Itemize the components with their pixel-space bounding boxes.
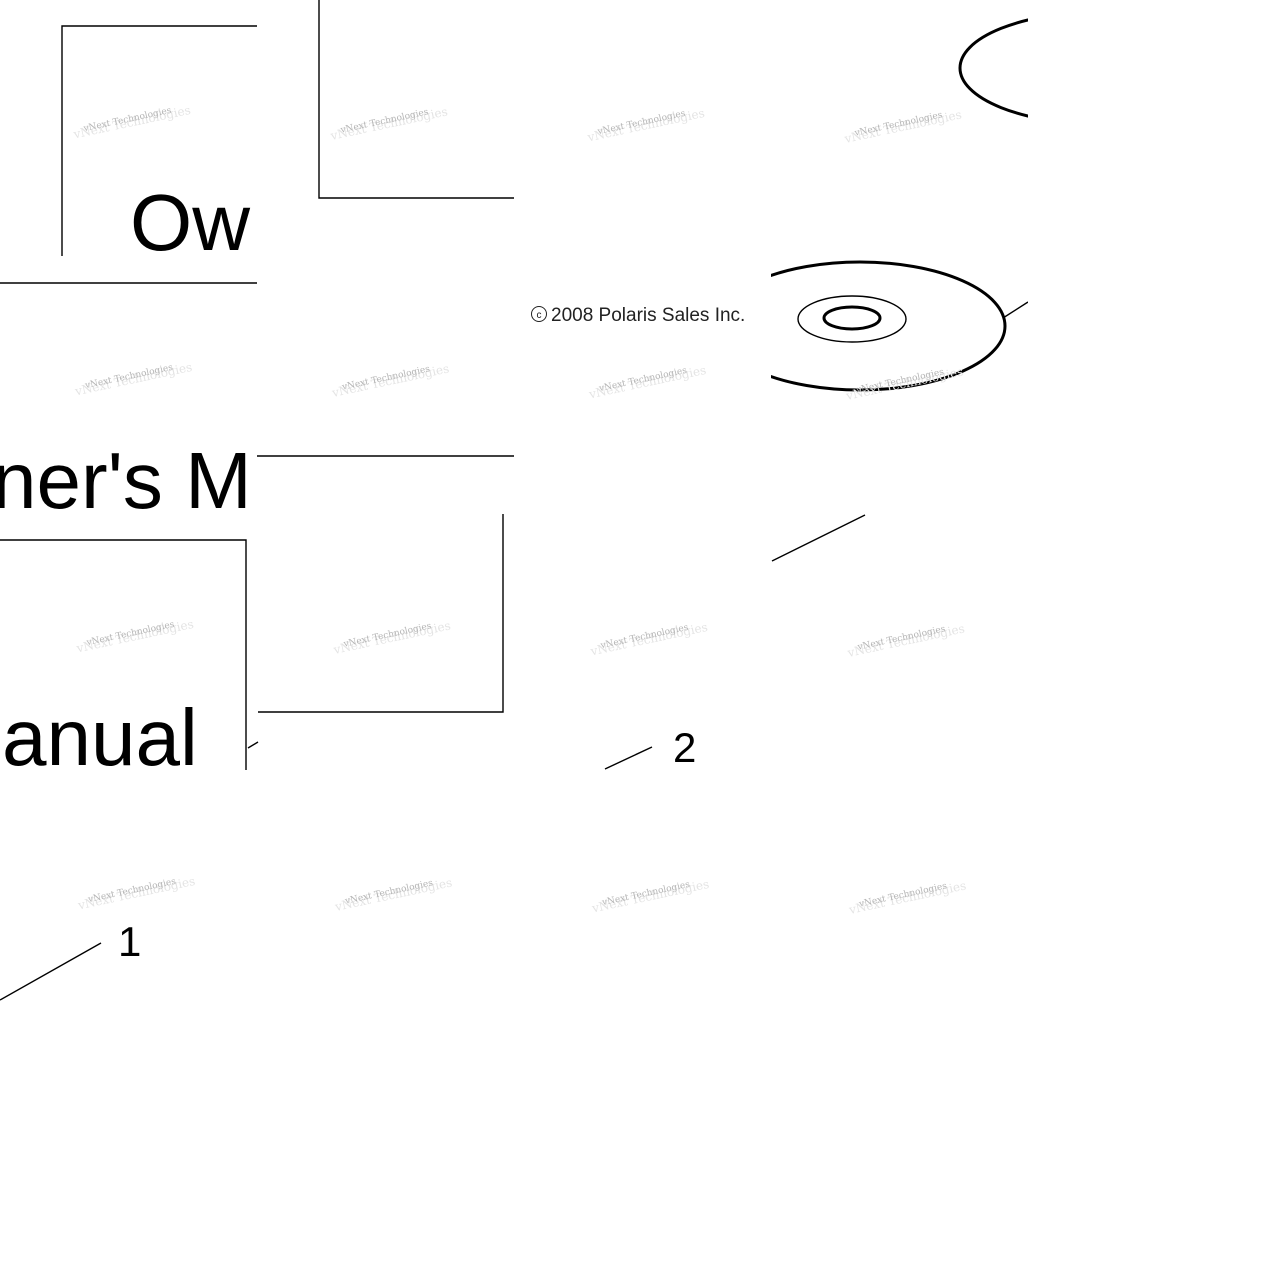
- callout-2: 2: [604, 724, 696, 771]
- callout-1: 1: [0, 918, 141, 1001]
- disc-hub-ring: [797, 295, 907, 343]
- manual-title-fragment-bottom: anual: [2, 693, 198, 782]
- manual-tile-bottom: anual: [0, 539, 259, 782]
- disc-center-hole: [822, 305, 882, 331]
- copyright-notice: c 2008 Polaris Sales Inc.: [531, 305, 745, 326]
- callout-1-leader: [0, 942, 102, 1001]
- manual-tile-lower-corner: [258, 514, 504, 713]
- owners-manual-illustration: Ow ner's M anual: [0, 0, 514, 782]
- copyright-text: 2008 Polaris Sales Inc.: [551, 305, 745, 326]
- copyright-symbol: c: [537, 310, 542, 321]
- callout-2-leader: [604, 746, 653, 770]
- manual-tile-mid: ner's M: [0, 436, 514, 525]
- manual-tile-corner: [318, 0, 514, 199]
- disc-edge-top: [958, 18, 1028, 118]
- manual-tile-top: Ow: [0, 25, 257, 284]
- disc-leader-line: [771, 514, 866, 562]
- cd-rom-illustration: [771, 18, 1028, 562]
- callout-2-label: 2: [673, 724, 696, 771]
- manual-title-fragment-top: Ow: [130, 178, 250, 267]
- callout-1-label: 1: [118, 918, 141, 965]
- manual-title-fragment-mid: ner's M: [0, 436, 252, 525]
- disc-outer-rim: [771, 260, 1007, 392]
